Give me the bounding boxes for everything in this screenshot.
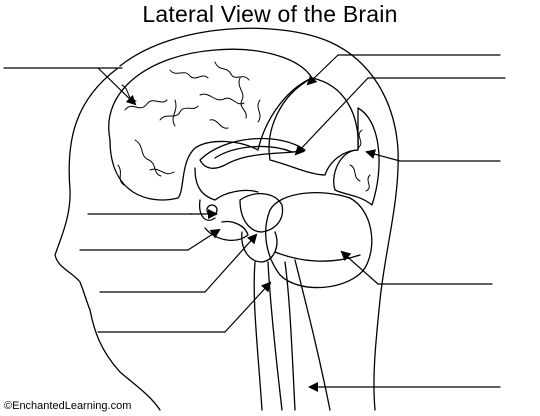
cerebellum bbox=[265, 192, 373, 289]
credit-text: ©EnchantedLearning.com bbox=[4, 400, 132, 412]
cerebrum bbox=[108, 48, 313, 201]
midbrain bbox=[239, 193, 284, 233]
occipital-gyri bbox=[349, 129, 371, 192]
skull-outline bbox=[119, 27, 399, 411]
pointer-arrow bbox=[224, 281, 272, 333]
pointer-arrows bbox=[97, 54, 401, 392]
gyri bbox=[117, 61, 261, 186]
corpus-callosum-inner bbox=[214, 145, 293, 159]
pointer-arrow bbox=[365, 149, 401, 162]
head-outline bbox=[54, 67, 161, 411]
pointer-arrow bbox=[204, 233, 258, 293]
spinal-cord bbox=[267, 259, 331, 411]
hypothalamus bbox=[199, 199, 218, 221]
thalamus bbox=[194, 167, 259, 201]
pointer-arrow bbox=[340, 250, 379, 285]
pointer-arrow bbox=[294, 77, 369, 156]
medulla-spinal bbox=[253, 261, 296, 411]
occipital-lobe bbox=[333, 107, 380, 206]
pointer-arrow bbox=[306, 54, 339, 86]
label-blanks bbox=[3, 54, 506, 388]
pons bbox=[241, 231, 278, 263]
pointer-arrow bbox=[97, 67, 137, 106]
page-title: Lateral View of the Brain bbox=[142, 1, 398, 27]
parietal-lobe bbox=[268, 77, 359, 176]
pointer-arrow bbox=[187, 228, 221, 251]
corpus-callosum bbox=[199, 137, 306, 169]
